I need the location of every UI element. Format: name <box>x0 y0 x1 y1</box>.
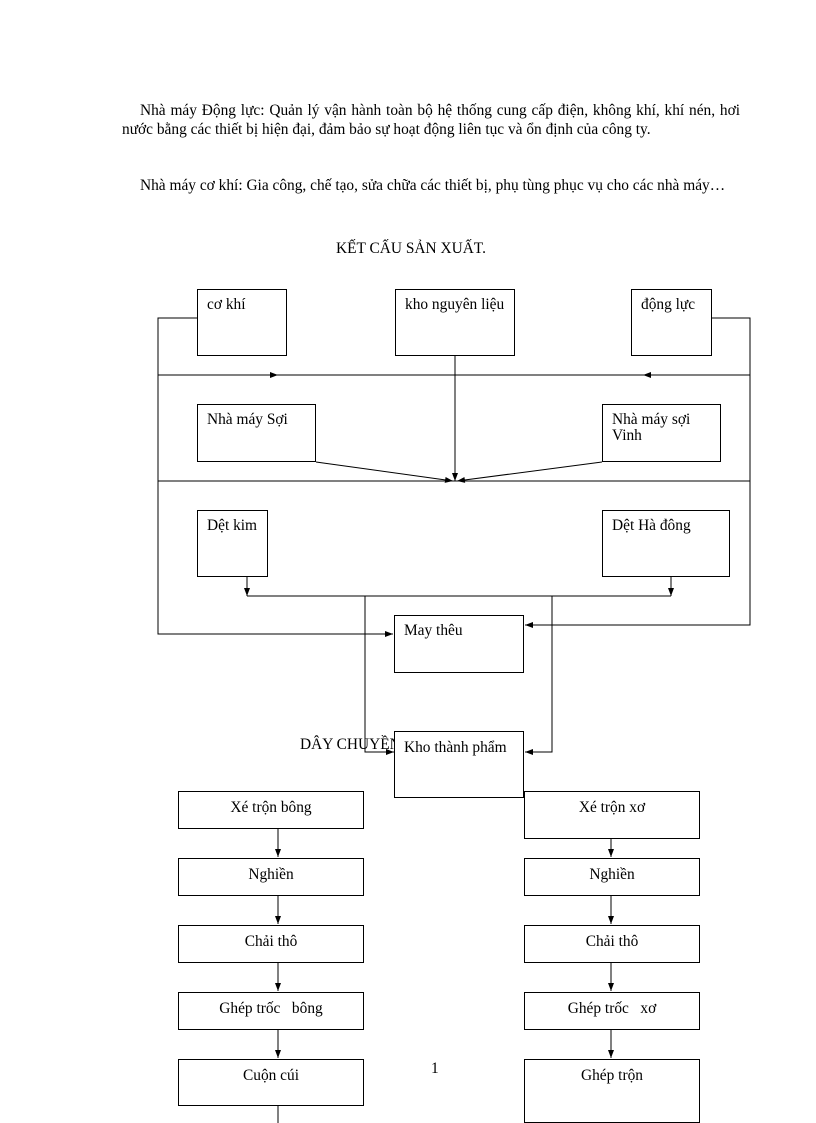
flow-left-step-5: Cuộn cúi <box>178 1059 364 1106</box>
box-nha-may-soi-vinh: Nhà máy sợi Vinh <box>602 404 721 462</box>
box-kho-nguyen-lieu: kho nguyên liệu <box>395 289 515 356</box>
heading-ket-cau-san-xuat: KẾT CẤU SẢN XUẤT. <box>336 240 486 257</box>
flow-right-step-4: Ghép trốc xơ <box>524 992 700 1030</box>
box-co-khi: cơ khí <box>197 289 287 356</box>
box-det-kim: Dệt kim <box>197 510 268 577</box>
flow-right-step-2: Nghiền <box>524 858 700 896</box>
flow-left-step-4: Ghép trốc bông <box>178 992 364 1030</box>
page-number: 1 <box>431 1060 439 1077</box>
box-kho-thanh-pham: Kho thành phẩm <box>394 731 524 798</box>
flow-left-step-2: Nghiền <box>178 858 364 896</box>
flow-left-step-1: Xé trộn bông <box>178 791 364 829</box>
flow-right-step-5: Ghép trộn <box>524 1059 700 1123</box>
box-dong-luc: động lực <box>631 289 712 356</box>
flow-right-step-3: Chải thô <box>524 925 700 963</box>
paragraph-co-khi: Nhà máy cơ khí: Gia công, chế tạo, sửa c… <box>140 177 726 194</box>
paragraph-dong-luc: Nhà máy Động lực: Quản lý vận hành toàn … <box>122 102 740 138</box>
box-nha-may-soi: Nhà máy Sợi <box>197 404 316 462</box>
box-det-ha-dong: Dệt Hà đông <box>602 510 730 577</box>
flow-right-step-1: Xé trộn xơ <box>524 791 700 839</box>
box-may-theu: May thêu <box>394 615 524 673</box>
flow-left-step-3: Chải thô <box>178 925 364 963</box>
